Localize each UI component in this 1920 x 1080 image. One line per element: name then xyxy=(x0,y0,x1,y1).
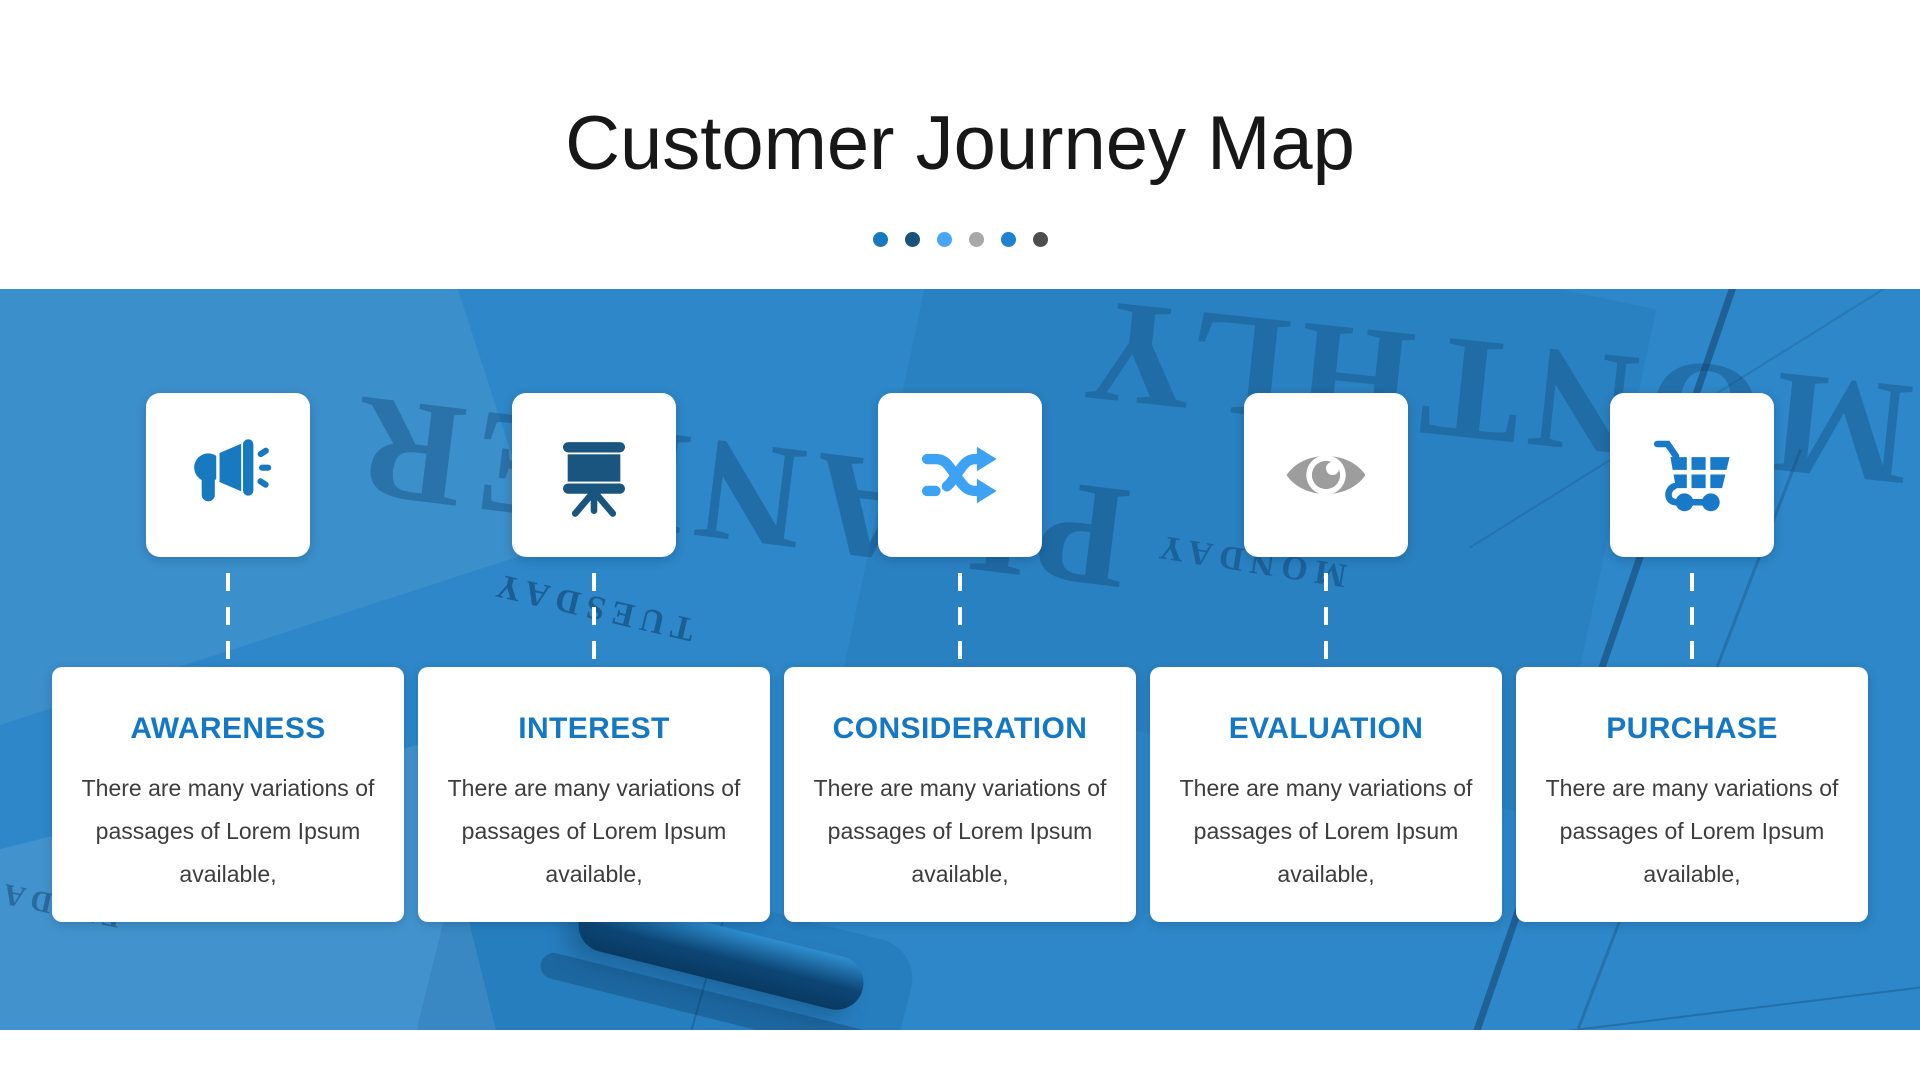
carousel-dot[interactable] xyxy=(1032,232,1048,247)
stage-card[interactable]: PURCHASE There are many variations of pa… xyxy=(1516,667,1868,922)
stage-title: INTEREST xyxy=(518,712,670,745)
page-title: Customer Journey Map xyxy=(565,101,1355,186)
stage-icon-card[interactable] xyxy=(878,393,1042,557)
header: Customer Journey Map xyxy=(0,0,1920,289)
journey-band: PLANNERMONTHLYTUESDAYMONDAYFRIDAY AWAREN… xyxy=(0,289,1920,1030)
stage-description: There are many variations of passages of… xyxy=(1179,775,1473,887)
stage-column-evaluation: EVALUATION There are many variations of … xyxy=(1150,393,1502,922)
stage-column-consideration: CONSIDERATION There are many variations … xyxy=(784,393,1136,922)
stage-title: CONSIDERATION xyxy=(832,712,1088,745)
stage-card[interactable]: AWARENESS There are many variations of p… xyxy=(52,667,404,922)
megaphone-icon xyxy=(181,428,275,522)
shuffle-arrows-icon xyxy=(913,428,1007,522)
dashed-connector xyxy=(958,557,962,667)
stage-description: There are many variations of passages of… xyxy=(81,775,375,887)
stage-title: EVALUATION xyxy=(1228,712,1424,745)
carousel-dot[interactable] xyxy=(1000,232,1016,247)
stage-description: There are many variations of passages of… xyxy=(813,775,1107,887)
stage-icon-card[interactable] xyxy=(512,393,676,557)
stage-column-interest: INTEREST There are many variations of pa… xyxy=(418,393,770,922)
carousel-dot[interactable] xyxy=(968,232,984,247)
stage-card[interactable]: INTEREST There are many variations of pa… xyxy=(418,667,770,922)
stage-card[interactable]: EVALUATION There are many variations of … xyxy=(1150,667,1502,922)
stage-column-purchase: PURCHASE There are many variations of pa… xyxy=(1516,393,1868,922)
dashed-connector xyxy=(226,557,230,667)
stage-column-awareness: AWARENESS There are many variations of p… xyxy=(52,393,404,922)
carousel-dot[interactable] xyxy=(904,232,920,247)
eye-icon xyxy=(1279,428,1373,522)
stage-card[interactable]: CONSIDERATION There are many variations … xyxy=(784,667,1136,922)
shopping-cart-icon xyxy=(1645,428,1739,522)
stage-columns: AWARENESS There are many variations of p… xyxy=(52,393,1868,922)
carousel-dot[interactable] xyxy=(936,232,952,247)
dashed-connector xyxy=(1690,557,1694,667)
carousel-dot[interactable] xyxy=(872,232,888,247)
stage-icon-card[interactable] xyxy=(146,393,310,557)
stage-title: AWARENESS xyxy=(130,712,326,745)
carousel-dots xyxy=(0,232,1920,247)
stage-description: There are many variations of passages of… xyxy=(447,775,741,887)
presentation-board-icon xyxy=(547,428,641,522)
stage-description: There are many variations of passages of… xyxy=(1545,775,1839,887)
dashed-connector xyxy=(592,557,596,667)
stage-title: PURCHASE xyxy=(1606,712,1778,745)
dashed-connector xyxy=(1324,557,1328,667)
stage-icon-card[interactable] xyxy=(1610,393,1774,557)
stage-icon-card[interactable] xyxy=(1244,393,1408,557)
